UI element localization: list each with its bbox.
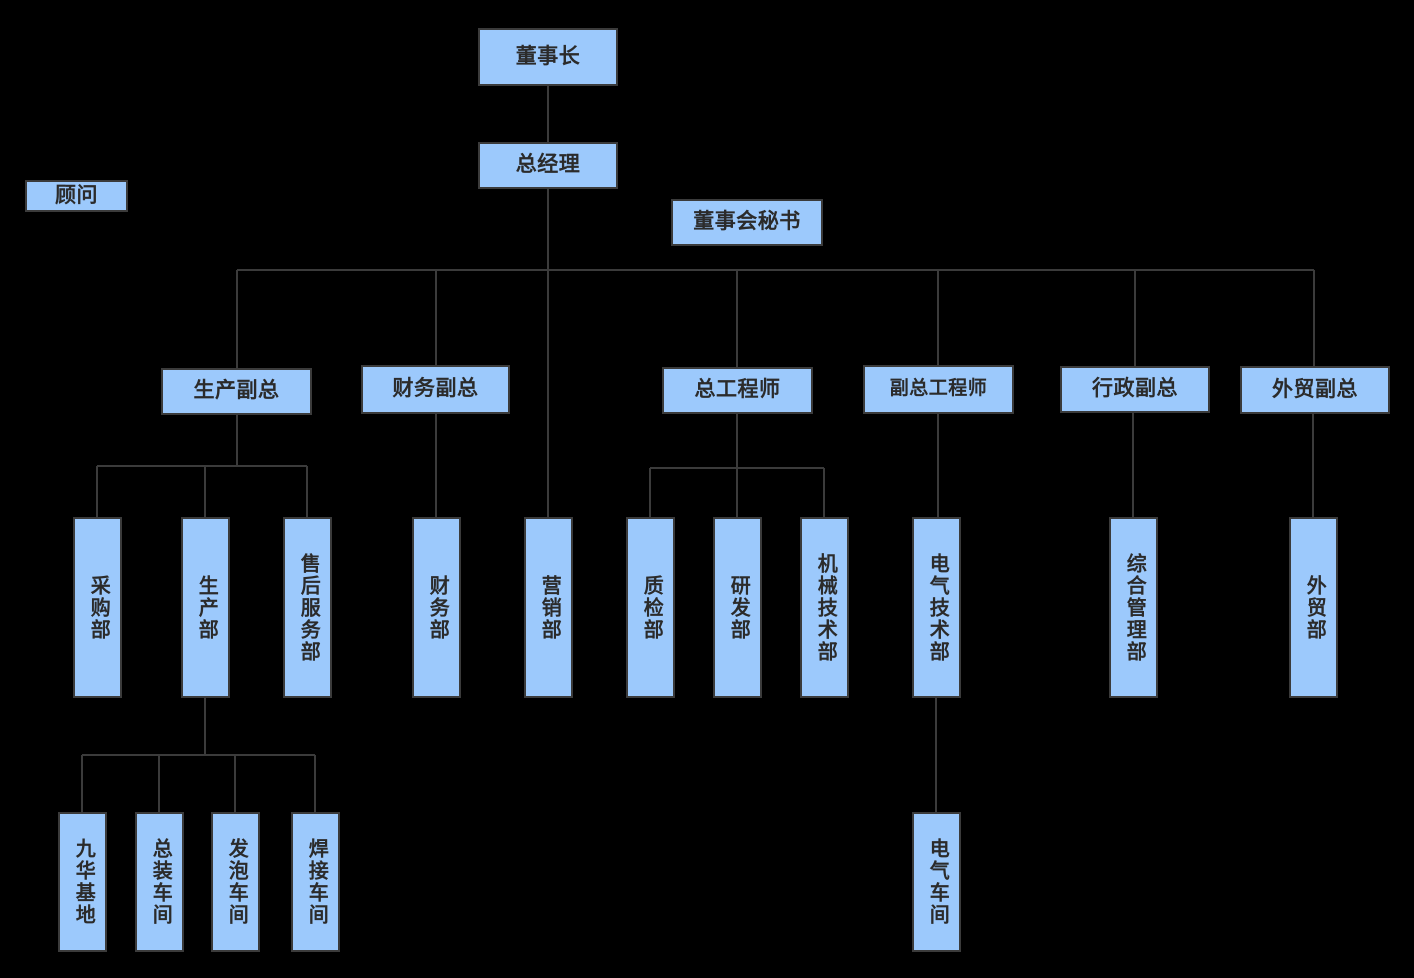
node-general-manager[interactable]: 总经理 (478, 142, 618, 189)
node-vp-admin[interactable]: 行政副总 (1060, 366, 1210, 413)
node-dept-elec-tech-label: 电气技术部 (926, 552, 949, 663)
node-vp-foreign-trade-label: 外贸副总 (1272, 377, 1358, 401)
node-ws-assembly[interactable]: 总装车间 (135, 812, 184, 952)
node-vp-finance-label: 财务副总 (392, 377, 479, 401)
node-vp-finance[interactable]: 财务副总 (361, 365, 510, 414)
node-ws-jiuhua-base-label: 九华基地 (72, 838, 95, 926)
node-dept-production-label: 生产部 (195, 574, 218, 641)
node-vp-production[interactable]: 生产副总 (161, 368, 312, 415)
node-deputy-chief-engineer[interactable]: 副总工程师 (863, 365, 1014, 414)
node-dept-rnd[interactable]: 研发部 (713, 517, 762, 698)
node-dept-purchasing[interactable]: 采购部 (73, 517, 122, 698)
node-dept-quality-label: 质检部 (640, 574, 663, 641)
node-general-manager-label: 总经理 (515, 153, 581, 177)
node-advisor-label: 顾问 (55, 183, 98, 207)
node-dept-production[interactable]: 生产部 (181, 517, 230, 698)
node-ws-foaming[interactable]: 发泡车间 (211, 812, 260, 952)
node-chairman-label: 董事长 (515, 44, 581, 68)
node-ws-welding[interactable]: 焊接车间 (291, 812, 340, 952)
node-dept-marketing[interactable]: 营销部 (524, 517, 573, 698)
node-chief-engineer-label: 总工程师 (694, 378, 781, 402)
node-ws-foaming-label: 发泡车间 (225, 838, 248, 926)
node-chief-engineer[interactable]: 总工程师 (662, 367, 813, 414)
node-dept-finance-label: 财务部 (426, 574, 449, 641)
node-dept-finance[interactable]: 财务部 (412, 517, 461, 698)
node-advisor[interactable]: 顾问 (25, 180, 128, 212)
node-dept-elec-tech[interactable]: 电气技术部 (912, 517, 961, 698)
node-ws-jiuhua-base[interactable]: 九华基地 (58, 812, 107, 952)
node-dept-rnd-label: 研发部 (727, 574, 750, 641)
node-ws-electrical-label: 电气车间 (926, 838, 949, 926)
node-dept-foreign-trade-label: 外贸部 (1303, 574, 1326, 641)
node-dept-foreign-trade[interactable]: 外贸部 (1289, 517, 1338, 698)
node-ws-welding-label: 焊接车间 (305, 838, 328, 926)
node-deputy-chief-engineer-label: 副总工程师 (889, 378, 988, 400)
node-dept-quality[interactable]: 质检部 (626, 517, 675, 698)
node-vp-foreign-trade[interactable]: 外贸副总 (1240, 366, 1390, 414)
node-board-secretary-label: 董事会秘书 (693, 210, 801, 234)
node-ws-assembly-label: 总装车间 (149, 838, 172, 926)
node-vp-production-label: 生产副总 (193, 379, 280, 403)
node-dept-purchasing-label: 采购部 (87, 574, 110, 641)
node-board-secretary[interactable]: 董事会秘书 (671, 199, 823, 246)
node-dept-mech-tech[interactable]: 机械技术部 (800, 517, 849, 698)
node-vp-admin-label: 行政副总 (1092, 377, 1178, 401)
node-dept-after-sales-label: 售后服务部 (297, 552, 320, 663)
node-dept-general-admin[interactable]: 综合管理部 (1109, 517, 1158, 698)
node-dept-general-admin-label: 综合管理部 (1123, 552, 1146, 663)
node-dept-marketing-label: 营销部 (538, 574, 561, 641)
node-dept-after-sales[interactable]: 售后服务部 (283, 517, 332, 698)
node-chairman[interactable]: 董事长 (478, 28, 618, 86)
node-ws-electrical[interactable]: 电气车间 (912, 812, 961, 952)
node-dept-mech-tech-label: 机械技术部 (814, 552, 837, 663)
